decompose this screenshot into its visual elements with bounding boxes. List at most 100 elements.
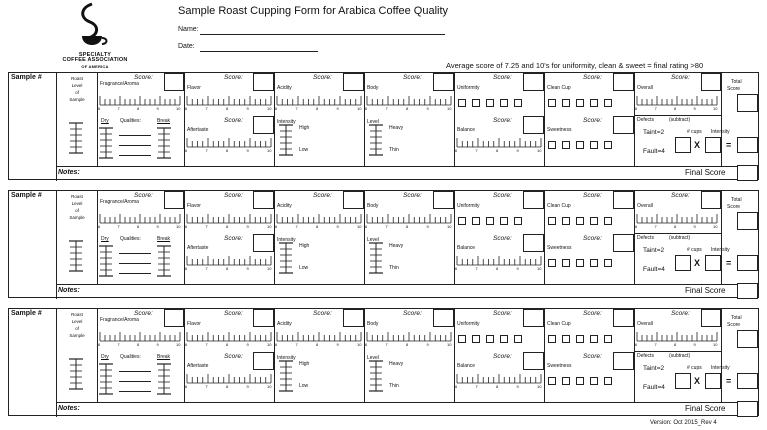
aftertaste-score-box[interactable] <box>253 234 274 252</box>
clean-cup-checkbox[interactable] <box>548 217 556 225</box>
qualities-line-2[interactable] <box>119 263 151 264</box>
aftertaste-score-box[interactable] <box>253 352 274 370</box>
body-score-box[interactable] <box>433 73 454 91</box>
qualities-line-2[interactable] <box>119 145 151 146</box>
clean-cup-checkbox[interactable] <box>548 335 556 343</box>
body-scale[interactable] <box>365 331 453 347</box>
aftertaste-scale[interactable] <box>185 373 273 389</box>
acidity-score-box[interactable] <box>343 73 364 91</box>
fragrance-score-box[interactable] <box>164 73 184 91</box>
sweetness-cup-checkbox[interactable] <box>562 259 570 267</box>
defect-total-box[interactable] <box>737 255 758 271</box>
overall-scale[interactable] <box>635 213 719 229</box>
qualities-line-3[interactable] <box>119 155 151 156</box>
dry-scale[interactable] <box>99 245 113 277</box>
uniformity-cup-checkbox[interactable] <box>458 99 466 107</box>
body-score-box[interactable] <box>433 191 454 209</box>
clean-cup-score-box[interactable] <box>613 73 634 91</box>
final-score-box[interactable] <box>737 401 758 417</box>
uniformity-cup-checkbox[interactable] <box>500 335 508 343</box>
overall-scale[interactable] <box>635 95 719 111</box>
overall-scale[interactable] <box>635 331 719 347</box>
date-field[interactable] <box>200 51 318 52</box>
dry-scale[interactable] <box>99 363 113 395</box>
clean-cup-score-box[interactable] <box>613 309 634 327</box>
break-scale[interactable] <box>157 245 171 277</box>
sweetness-cup-checkbox[interactable] <box>576 141 584 149</box>
break-scale[interactable] <box>157 127 171 159</box>
uniformity-score-box[interactable] <box>523 191 544 209</box>
defect-cups-box[interactable] <box>675 255 691 271</box>
fragrance-score-box[interactable] <box>164 191 184 209</box>
uniformity-cup-checkbox[interactable] <box>472 217 480 225</box>
uniformity-cup-checkbox[interactable] <box>486 217 494 225</box>
body-level-scale[interactable] <box>369 242 383 274</box>
balance-score-box[interactable] <box>523 116 544 134</box>
roast-level-scale[interactable] <box>69 122 83 154</box>
sweetness-cup-checkbox[interactable] <box>548 259 556 267</box>
acidity-scale[interactable] <box>275 331 363 347</box>
defect-total-box[interactable] <box>737 137 758 153</box>
sweetness-cup-checkbox[interactable] <box>548 141 556 149</box>
sweetness-cup-checkbox[interactable] <box>576 259 584 267</box>
uniformity-cup-checkbox[interactable] <box>486 335 494 343</box>
overall-score-box[interactable] <box>701 191 721 209</box>
aftertaste-scale[interactable] <box>185 137 273 153</box>
aftertaste-score-box[interactable] <box>253 116 274 134</box>
balance-scale[interactable] <box>455 373 543 389</box>
uniformity-cup-checkbox[interactable] <box>458 335 466 343</box>
clean-cup-checkbox[interactable] <box>562 335 570 343</box>
uniformity-cup-checkbox[interactable] <box>458 217 466 225</box>
defect-intensity-box[interactable] <box>705 373 721 389</box>
flavor-scale[interactable] <box>185 331 273 347</box>
sweetness-cup-checkbox[interactable] <box>590 259 598 267</box>
sweetness-cup-checkbox[interactable] <box>604 141 612 149</box>
aftertaste-scale[interactable] <box>185 255 273 271</box>
defect-intensity-box[interactable] <box>705 137 721 153</box>
clean-cup-checkbox[interactable] <box>590 99 598 107</box>
uniformity-score-box[interactable] <box>523 309 544 327</box>
clean-cup-score-box[interactable] <box>613 191 634 209</box>
sweetness-cup-checkbox[interactable] <box>590 377 598 385</box>
sweetness-cup-checkbox[interactable] <box>604 377 612 385</box>
clean-cup-checkbox[interactable] <box>576 217 584 225</box>
uniformity-cup-checkbox[interactable] <box>500 217 508 225</box>
qualities-line-2[interactable] <box>119 381 151 382</box>
fragrance-scale[interactable] <box>98 213 182 229</box>
uniformity-cup-checkbox[interactable] <box>472 99 480 107</box>
uniformity-cup-checkbox[interactable] <box>500 99 508 107</box>
acidity-intensity-scale[interactable] <box>279 360 293 392</box>
sweetness-cup-checkbox[interactable] <box>562 141 570 149</box>
acidity-scale[interactable] <box>275 95 363 111</box>
sweetness-cup-checkbox[interactable] <box>604 259 612 267</box>
flavor-score-box[interactable] <box>253 309 274 327</box>
qualities-line-3[interactable] <box>119 273 151 274</box>
body-scale[interactable] <box>365 213 453 229</box>
sweetness-score-box[interactable] <box>613 116 634 134</box>
sweetness-cup-checkbox[interactable] <box>576 377 584 385</box>
acidity-score-box[interactable] <box>343 191 364 209</box>
flavor-score-box[interactable] <box>253 73 274 91</box>
acidity-intensity-scale[interactable] <box>279 242 293 274</box>
body-level-scale[interactable] <box>369 360 383 392</box>
body-scale[interactable] <box>365 95 453 111</box>
balance-score-box[interactable] <box>523 352 544 370</box>
dry-scale[interactable] <box>99 127 113 159</box>
clean-cup-checkbox[interactable] <box>548 99 556 107</box>
acidity-scale[interactable] <box>275 213 363 229</box>
balance-score-box[interactable] <box>523 234 544 252</box>
clean-cup-checkbox[interactable] <box>590 217 598 225</box>
uniformity-cup-checkbox[interactable] <box>472 335 480 343</box>
final-score-box[interactable] <box>737 283 758 299</box>
overall-score-box[interactable] <box>701 73 721 91</box>
qualities-line-3[interactable] <box>119 391 151 392</box>
sweetness-cup-checkbox[interactable] <box>590 141 598 149</box>
total-score-box[interactable] <box>737 94 758 112</box>
qualities-line-1[interactable] <box>119 135 151 136</box>
balance-scale[interactable] <box>455 255 543 271</box>
break-scale[interactable] <box>157 363 171 395</box>
defect-cups-box[interactable] <box>675 137 691 153</box>
overall-score-box[interactable] <box>701 309 721 327</box>
sweetness-score-box[interactable] <box>613 352 634 370</box>
uniformity-cup-checkbox[interactable] <box>514 99 522 107</box>
